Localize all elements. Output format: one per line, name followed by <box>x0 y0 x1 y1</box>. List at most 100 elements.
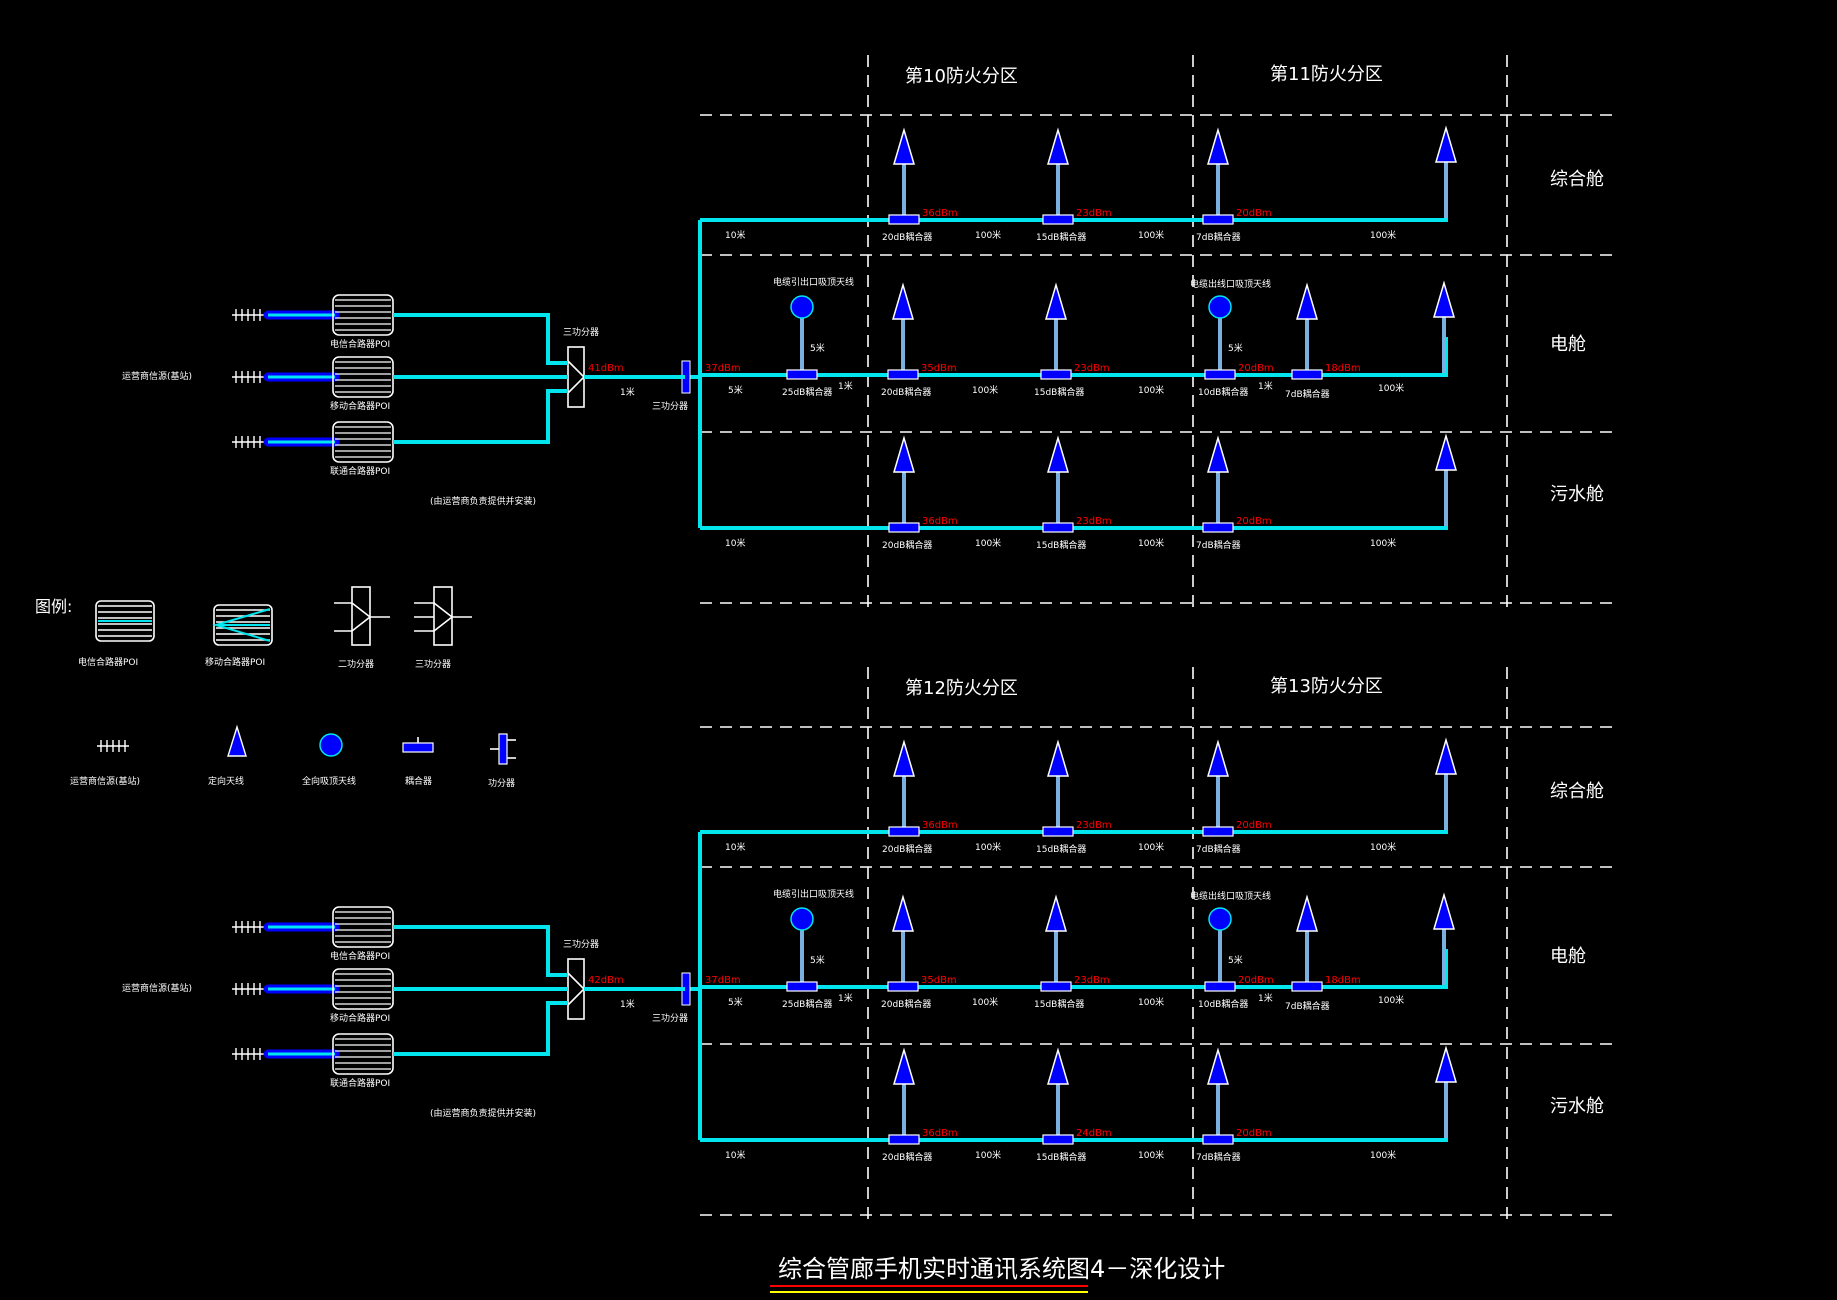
poi-to-combiner <box>393 313 568 365</box>
coupler-label: 7dB耦合器 <box>1285 388 1330 400</box>
legend-label: 电信合路器POI <box>78 656 138 668</box>
poi-label: 联通合路器POI <box>330 465 390 477</box>
legend-label: 全向吸顶天线 <box>302 775 356 787</box>
omni-antenna-icon <box>790 907 814 931</box>
coupler-label: 15dB耦合器 <box>1036 1151 1086 1163</box>
directional-antenna-icon <box>1434 1045 1458 1083</box>
coupler-icon <box>1202 826 1234 837</box>
poi-combiner-icon <box>332 294 394 336</box>
splitter-output-dbm: 37dBm <box>705 363 741 374</box>
coupler-icon <box>1042 1134 1074 1145</box>
poi-to-combiner <box>393 389 568 444</box>
cable-length: 100米 <box>972 996 998 1008</box>
directional-antenna-icon <box>1046 127 1070 165</box>
combiner-output-dbm: 42dBm <box>588 975 624 986</box>
base-station-icon <box>232 309 264 321</box>
cable-length: 5米 <box>1228 342 1243 354</box>
omni-antenna-icon <box>790 295 814 319</box>
directional-antenna-icon <box>1046 1047 1070 1085</box>
signal-dbm: 36dBm <box>922 516 958 527</box>
splitter-triangle <box>351 602 372 632</box>
poi-label: 电信合路器POI <box>330 950 390 962</box>
signal-dbm: 23dBm <box>1076 208 1112 219</box>
cable-length: 10米 <box>725 537 745 549</box>
coupler-label: 15dB耦合器 <box>1036 231 1086 243</box>
cable-length: 100米 <box>1138 996 1164 1008</box>
cable-length: 100米 <box>1138 537 1164 549</box>
signal-dbm: 24dBm <box>1076 1128 1112 1139</box>
cable-length: 100米 <box>1138 841 1164 853</box>
coupler-icon <box>887 369 919 380</box>
poi-to-combiner <box>393 1001 568 1056</box>
cable-length: 5米 <box>810 342 825 354</box>
signal-dbm: 23dBm <box>1076 820 1112 831</box>
coupler-icon <box>1042 826 1074 837</box>
base-station-icon <box>97 740 129 752</box>
omni-antenna-icon <box>319 733 343 757</box>
coupler-icon <box>402 742 434 753</box>
coupler-icon <box>887 981 919 992</box>
coupler-label: 25dB耦合器 <box>782 998 832 1010</box>
coupler-icon <box>1202 1134 1234 1145</box>
coupler-label: 20dB耦合器 <box>882 1151 932 1163</box>
cable-length: 100米 <box>1138 384 1164 396</box>
directional-antenna-icon <box>1432 892 1456 930</box>
cabin-label: 电舱 <box>1550 334 1586 355</box>
base-station-icon <box>232 436 264 448</box>
poi-combiner-icon <box>332 421 394 463</box>
coupler-icon <box>786 981 818 992</box>
directional-antenna-icon <box>227 724 247 757</box>
cabin-label: 综合舱 <box>1550 169 1604 190</box>
directional-antenna-icon <box>891 894 915 932</box>
directional-antenna-icon <box>1434 433 1458 471</box>
cable-length: 100米 <box>1378 994 1404 1006</box>
signal-dbm: 18dBm <box>1325 975 1361 986</box>
legend-label: 三功分器 <box>415 659 451 670</box>
poi-label: 联通合路器POI <box>330 1077 390 1089</box>
three-way-splitter-icon-triangle <box>567 360 586 394</box>
combiner-label: 三功分器 <box>563 939 599 950</box>
coupler-icon <box>1291 981 1323 992</box>
source-label: 运营商信源(基站) <box>122 370 192 382</box>
directional-antenna-icon <box>1206 739 1230 777</box>
poi-label: 移动合路器POI <box>330 400 390 412</box>
jumper-length: 1米 <box>620 386 635 398</box>
cable-length: 10米 <box>725 229 745 241</box>
coupler-label: 7dB耦合器 <box>1196 539 1241 551</box>
poi-combiner-icon <box>332 906 394 948</box>
directional-antenna-icon <box>1044 282 1068 320</box>
legend-label: 定向天线 <box>208 775 244 787</box>
signal-dbm: 20dBm <box>1236 516 1272 527</box>
omni-label: 电缆出线口吸顶天线 <box>1190 890 1271 902</box>
omni-label: 电缆引出口吸顶天线 <box>773 276 854 288</box>
coupler-label: 20dB耦合器 <box>882 231 932 243</box>
cable-length: 1米 <box>838 380 853 392</box>
cable-length: 1米 <box>838 992 853 1004</box>
coupler-icon <box>888 1134 920 1145</box>
directional-antenna-icon <box>1046 435 1070 473</box>
poi-box <box>332 968 394 1010</box>
coupler-label: 10dB耦合器 <box>1198 386 1248 398</box>
poi-box <box>332 294 394 336</box>
coupler-label: 10dB耦合器 <box>1198 998 1248 1010</box>
coupler-label: 7dB耦合器 <box>1196 231 1241 243</box>
directional-antenna-icon <box>892 739 916 777</box>
cable-length: 100米 <box>1378 382 1404 394</box>
coupler-icon <box>1202 214 1234 225</box>
coupler-icon <box>1291 369 1323 380</box>
jumper-length: 1米 <box>620 998 635 1010</box>
cable-length: 100米 <box>975 537 1001 549</box>
legend-label: 运营商信源(基站) <box>70 775 140 787</box>
signal-dbm: 20dBm <box>1236 1128 1272 1139</box>
omni-antenna-icon <box>1208 907 1232 931</box>
directional-antenna-icon <box>1206 1047 1230 1085</box>
directional-antenna-icon <box>1206 435 1230 473</box>
zone-header: 第13防火分区 <box>1270 676 1383 697</box>
legend-label: 移动合路器POI <box>205 656 265 668</box>
zone-header: 第10防火分区 <box>905 66 1018 87</box>
coupler-icon <box>1042 522 1074 533</box>
cable-length: 100米 <box>975 841 1001 853</box>
splitter-label: 三功分器 <box>652 1013 688 1024</box>
coupler-icon <box>786 369 818 380</box>
